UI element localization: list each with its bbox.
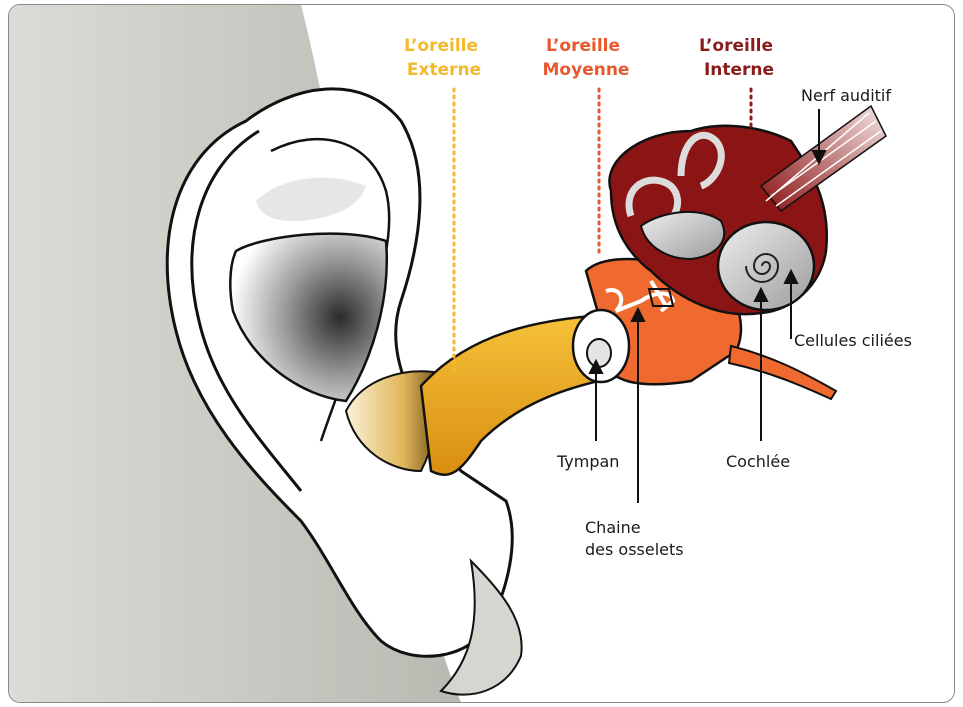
eardrum-inner	[587, 339, 611, 367]
inner-ear-heading-line1: L’oreille	[699, 36, 773, 56]
outer-ear-heading-line2: Externe	[407, 60, 481, 80]
middle-ear-heading: L’oreille Moyenne	[543, 36, 630, 80]
hair-cells-label: Cellules ciliées	[794, 331, 912, 350]
outer-ear-heading: L’oreille Externe	[404, 36, 484, 80]
diagram-frame: L’oreille Externe L’oreille Moyenne L’or…	[8, 4, 955, 703]
outer-ear-heading-line1: L’oreille	[404, 36, 478, 56]
middle-ear-heading-line2: Moyenne	[543, 60, 630, 80]
middle-ear-heading-line1: L’oreille	[546, 36, 620, 56]
ear-anatomy-diagram: L’oreille Externe L’oreille Moyenne L’or…	[9, 5, 954, 702]
ossicles-label: Chaine des osselets	[585, 518, 684, 559]
cochlea-label: Cochlée	[726, 452, 790, 471]
inner-ear-heading-line2: Interne	[704, 60, 774, 80]
ossicles-label-line2: des osselets	[585, 540, 684, 559]
eustachian-tube	[729, 346, 836, 399]
eardrum-label: Tympan	[556, 452, 619, 471]
inner-ear-heading: L’oreille Interne	[699, 36, 779, 80]
ossicles-label-line1: Chaine	[585, 518, 641, 537]
nerve-label: Nerf auditif	[801, 86, 891, 105]
